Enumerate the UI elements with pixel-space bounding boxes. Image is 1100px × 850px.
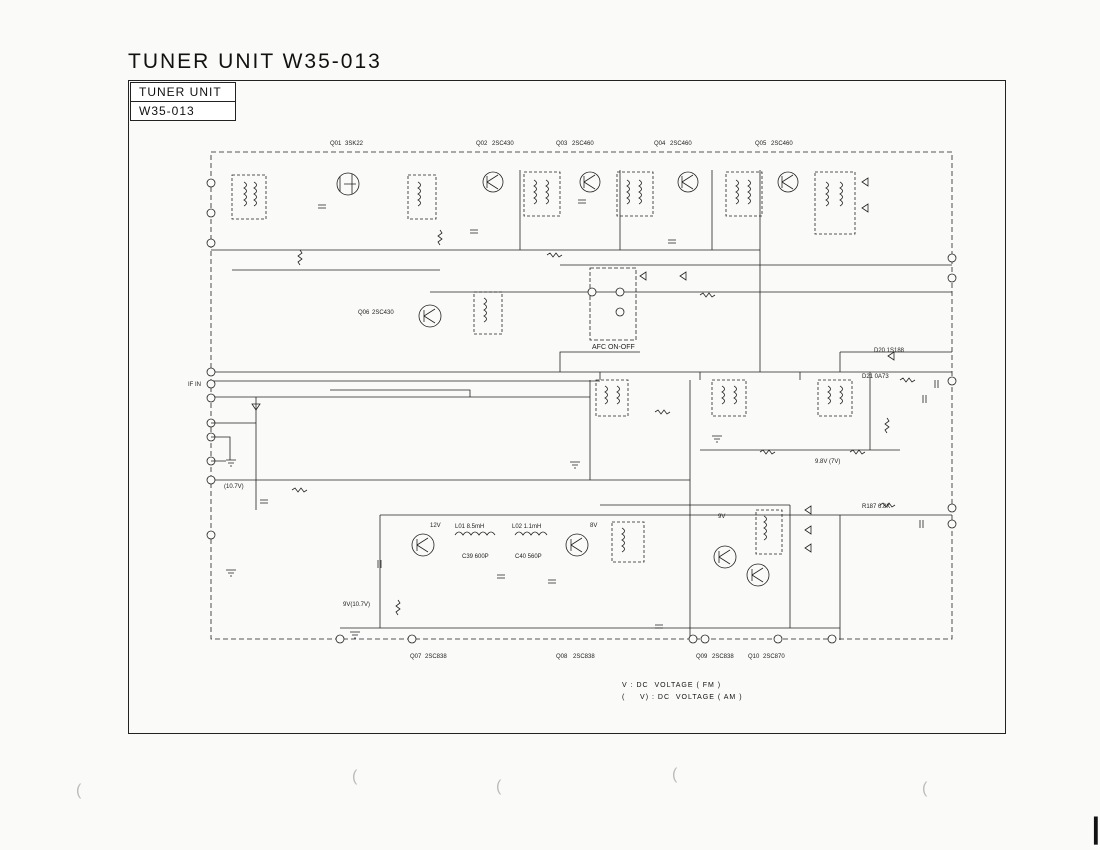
title-block-number: W35-013 [131, 101, 235, 120]
q10-label: Q10 [748, 654, 760, 660]
inductor-l02-label: L02 1.1mH [512, 524, 541, 530]
title-block: TUNER UNIT W35-013 [130, 82, 236, 121]
q07-label: Q07 [410, 654, 422, 660]
voltage-107-label: (10.7V) [224, 484, 244, 490]
scan-artifact: ( [496, 778, 502, 795]
resistor-r187-label: R187 6.8K [862, 504, 890, 510]
q05-label: Q05 [755, 141, 767, 147]
transistor-q08 [565, 533, 589, 557]
legend-fm: V : DC VOLTAGE ( FM ) [622, 682, 722, 689]
voltage-12-label: 12V [430, 523, 441, 529]
voltage-legend: V : DC VOLTAGE ( FM ) ( V) : DC VOLTAGE … [622, 680, 743, 704]
q07-part: 2SC838 [425, 654, 447, 660]
q06-part: 2SC430 [372, 310, 394, 316]
transistor-q04 [677, 171, 699, 193]
transistor-q03 [579, 171, 601, 193]
scan-artifact: ( [352, 768, 358, 785]
unit-outline [210, 151, 953, 640]
q04-label: Q04 [654, 141, 666, 147]
page-edge-mark: | [1091, 812, 1100, 845]
diode-d21-label: D21 0A73 [862, 374, 889, 380]
q08-label: Q08 [556, 654, 568, 660]
q06-label: Q06 [358, 310, 370, 316]
q03-part: 2SC460 [572, 141, 594, 147]
q09-label: Q09 [696, 654, 708, 660]
q01-part: 3SK22 [345, 141, 364, 147]
transistor-q07 [411, 533, 435, 557]
voltage-98-label: 9.8V (7V) [815, 459, 840, 465]
title-block-name: TUNER UNIT [139, 85, 222, 99]
diode-d20-label: D20 1S188 [874, 348, 905, 354]
capacitor-c40-label: C40 560P [515, 554, 542, 560]
if-in-label: IF IN [188, 382, 201, 388]
voltage-9b-label: 9V [718, 514, 725, 520]
q02-part: 2SC430 [492, 141, 514, 147]
transistor-q06 [418, 304, 442, 328]
q03-label: Q03 [556, 141, 568, 147]
transistor-q01 [336, 172, 360, 196]
q04-part: 2SC460 [670, 141, 692, 147]
transistor-q02 [482, 171, 504, 193]
schematic-frame [128, 80, 1006, 734]
capacitor-c39-label: C39 600P [462, 554, 489, 560]
transistor-q10 [746, 563, 770, 587]
afc-switch-label: AFC ON-OFF [592, 344, 635, 351]
scan-artifact: ( [922, 780, 928, 797]
scan-artifact: ( [76, 782, 82, 799]
legend-am: ( V) : DC VOLTAGE ( AM ) [622, 694, 743, 701]
page-title: TUNER UNIT W35-013 [128, 50, 382, 73]
q01-label: Q01 [330, 141, 342, 147]
voltage-8-label: 8V [590, 523, 597, 529]
transistor-q09 [713, 545, 737, 569]
transistor-q05 [777, 171, 799, 193]
voltage-9-label: 9V(10.7V) [343, 602, 370, 608]
inductor-l01-label: L01 8.5mH [455, 524, 484, 530]
q02-label: Q02 [476, 141, 488, 147]
q10-part: 2SC870 [763, 654, 785, 660]
scan-artifact: ( [672, 766, 678, 783]
q09-part: 2SC838 [712, 654, 734, 660]
q08-part: 2SC838 [573, 654, 595, 660]
q05-part: 2SC460 [771, 141, 793, 147]
